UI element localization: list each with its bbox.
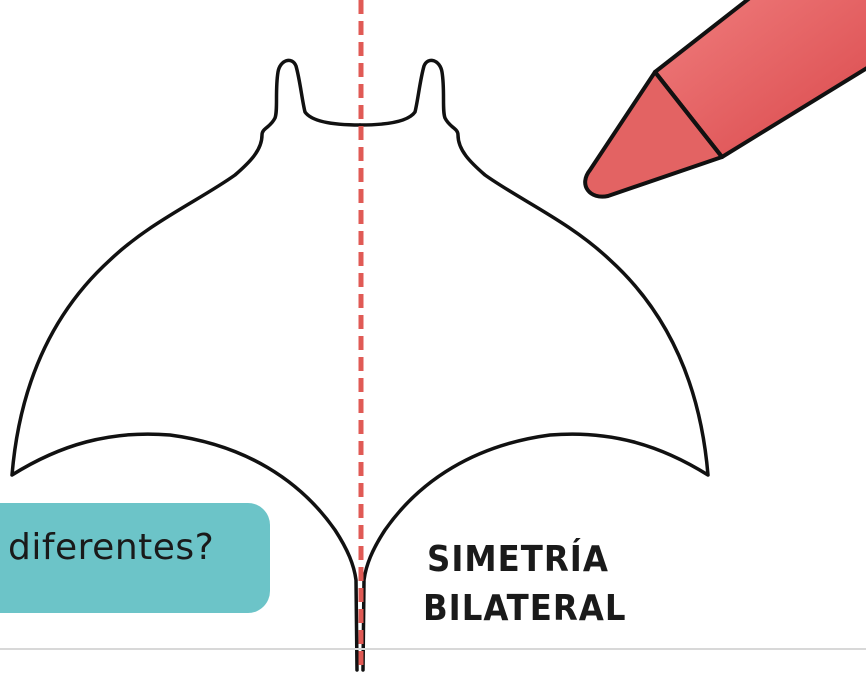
question-bubble: diferentes? — [0, 503, 270, 613]
divider — [0, 648, 866, 650]
symmetry-label-line-2: BILATERAL — [423, 588, 627, 629]
symmetry-label-line-1: SIMETRÍA — [427, 539, 609, 580]
bubble-text: diferentes? — [8, 527, 214, 568]
red-crayon — [585, 0, 866, 197]
